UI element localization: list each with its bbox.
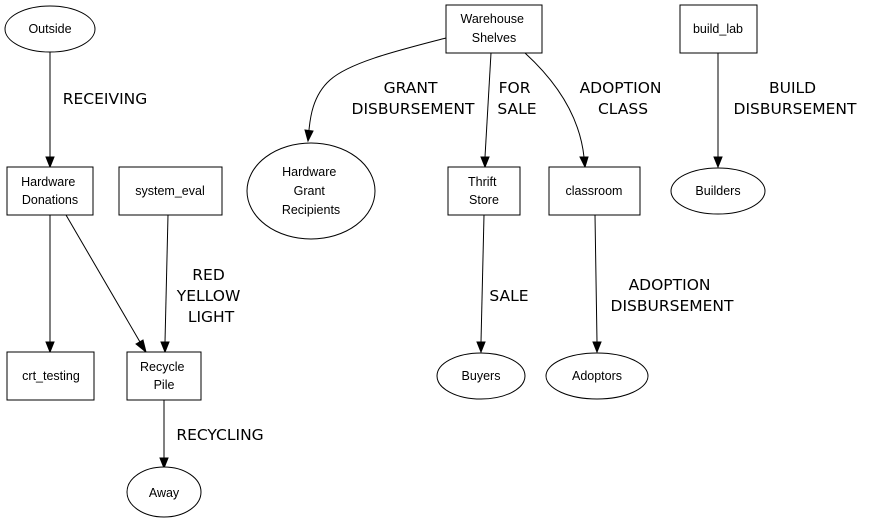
node-hardware-donations: Hardware Donations [6, 166, 94, 216]
node-recycle-pile: Recycle Pile [126, 351, 202, 401]
svg-text:Warehouse Shelves: Warehouse Shelves [461, 12, 528, 45]
svg-text:system_eval: system_eval [135, 184, 204, 198]
node-build-lab: build_lab [679, 4, 758, 54]
edge-warehouse-to-thrift-store: FOR SALE [480, 52, 537, 169]
node-thrift-store: Thrift Store [447, 166, 521, 216]
node-system-eval: system_eval [118, 166, 223, 216]
node-buyers: Buyers [436, 352, 526, 400]
node-away: Away [126, 466, 202, 518]
edge-label: RECEIVING [63, 90, 148, 108]
svg-text:Recycle Pile: Recycle Pile [140, 360, 188, 392]
svg-text:Builders: Builders [695, 184, 740, 198]
svg-text:crt_testing: crt_testing [22, 369, 80, 383]
edge-label: BUILD DISBURSEMENT [734, 79, 857, 118]
edge-label: SALE [489, 287, 528, 305]
edge-label: RED YELLOW LIGHT [176, 266, 245, 326]
edge-thrift-store-to-buyers: SALE [476, 214, 529, 354]
edge-label: RECYCLING [176, 426, 263, 444]
edge-label: GRANT DISBURSEMENT [352, 79, 475, 118]
edge-label: ADOPTION DISBURSEMENT [611, 276, 734, 315]
svg-text:Buyers: Buyers [462, 369, 501, 383]
edge-hardware-donations-to-recycle-pile [65, 214, 147, 354]
node-crt-testing: crt_testing [6, 351, 95, 401]
svg-text:Hardware Donations: Hardware Donations [21, 175, 79, 207]
edge-classroom-to-adoptors: ADOPTION DISBURSEMENT [592, 214, 734, 354]
node-adoptors: Adoptors [545, 352, 649, 400]
node-classroom: classroom [548, 166, 641, 216]
svg-text:classroom: classroom [566, 184, 623, 198]
svg-text:build_lab: build_lab [693, 22, 743, 36]
svg-text:Adoptors: Adoptors [572, 369, 622, 383]
edge-recycle-pile-to-away: RECYCLING [159, 400, 264, 470]
edge-system-eval-to-recycle-pile: RED YELLOW LIGHT [160, 214, 245, 354]
edge-warehouse-to-classroom: ADOPTION CLASS [524, 52, 667, 169]
node-warehouse-shelves: Warehouse Shelves [445, 4, 543, 54]
node-outside: Outside [4, 5, 96, 53]
node-builders: Builders [670, 167, 766, 215]
svg-text:Thrift Store: Thrift Store [468, 175, 500, 207]
edge-label: FOR SALE [497, 79, 536, 118]
edge-outside-to-hardware-donations: RECEIVING [45, 52, 148, 169]
edge-build-lab-to-builders: BUILD DISBURSEMENT [713, 53, 857, 169]
edge-warehouse-to-grant-recipients: GRANT DISBURSEMENT [304, 37, 475, 143]
svg-text:Hardware Grant Rec: Hardware Grant Recipients [282, 165, 340, 217]
edge-label: ADOPTION CLASS [580, 79, 667, 118]
node-hardware-grant-recipients: Hardware Grant Recipients [246, 142, 376, 240]
svg-text:Away: Away [149, 486, 180, 500]
svg-text:Outside: Outside [28, 22, 71, 36]
edge-hardware-donations-to-crt-testing [45, 215, 55, 354]
